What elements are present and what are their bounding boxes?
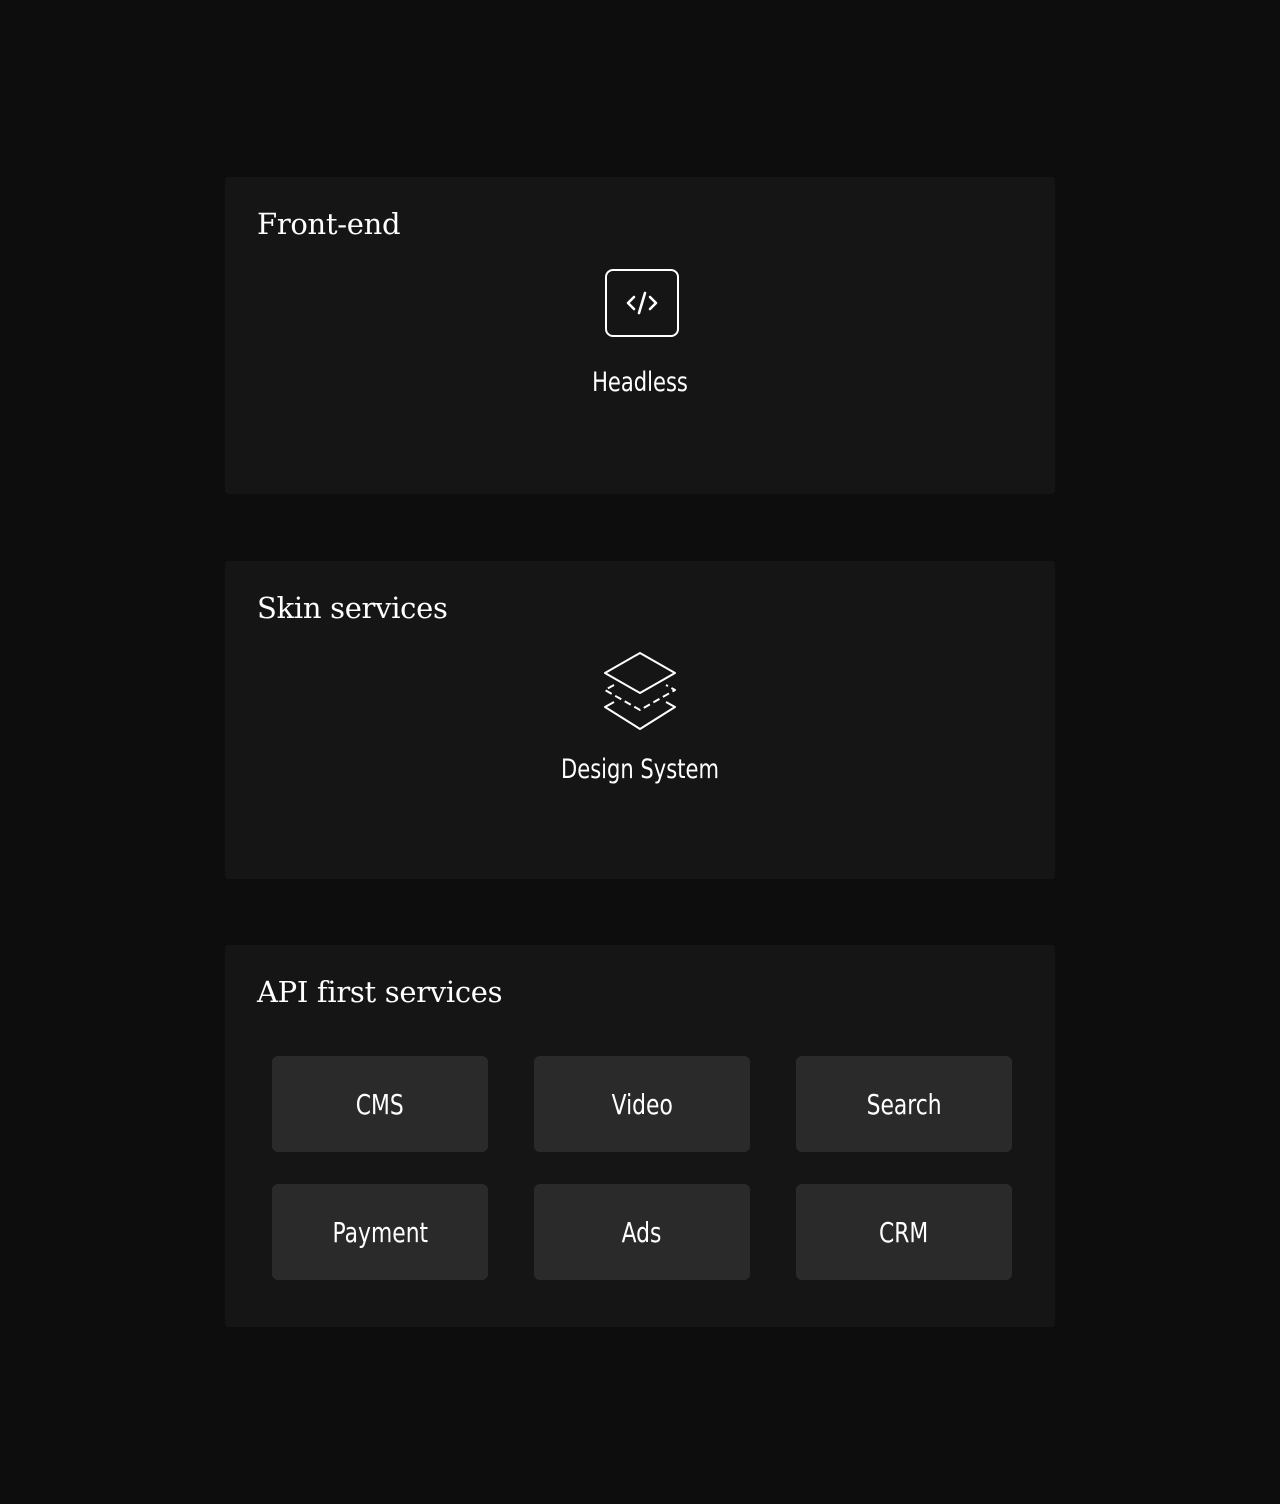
layers-icon [602,651,678,735]
service-payment[interactable]: Payment [272,1184,488,1280]
frontend-title: Front-end [257,207,401,241]
service-cms[interactable]: CMS [272,1056,488,1152]
skin-services-panel: Skin services Design System [225,561,1055,879]
frontend-panel: Front-end Headless [225,177,1055,494]
service-search[interactable]: Search [796,1056,1012,1152]
code-icon [605,269,679,337]
service-video[interactable]: Video [534,1056,750,1152]
service-crm[interactable]: CRM [796,1184,1012,1280]
skin-services-title: Skin services [257,591,448,625]
service-label: Search [866,1087,942,1121]
headless-label: Headless [592,367,688,398]
service-label: CRM [879,1215,929,1249]
api-services-panel: API first services CMS Video Search Paym… [225,945,1055,1327]
service-label: Ads [622,1215,662,1249]
api-services-title: API first services [257,975,503,1009]
service-label: CMS [356,1087,404,1121]
service-label: Payment [332,1215,428,1249]
service-ads[interactable]: Ads [534,1184,750,1280]
design-system-label: Design System [561,754,719,785]
service-label: Video [611,1087,673,1121]
